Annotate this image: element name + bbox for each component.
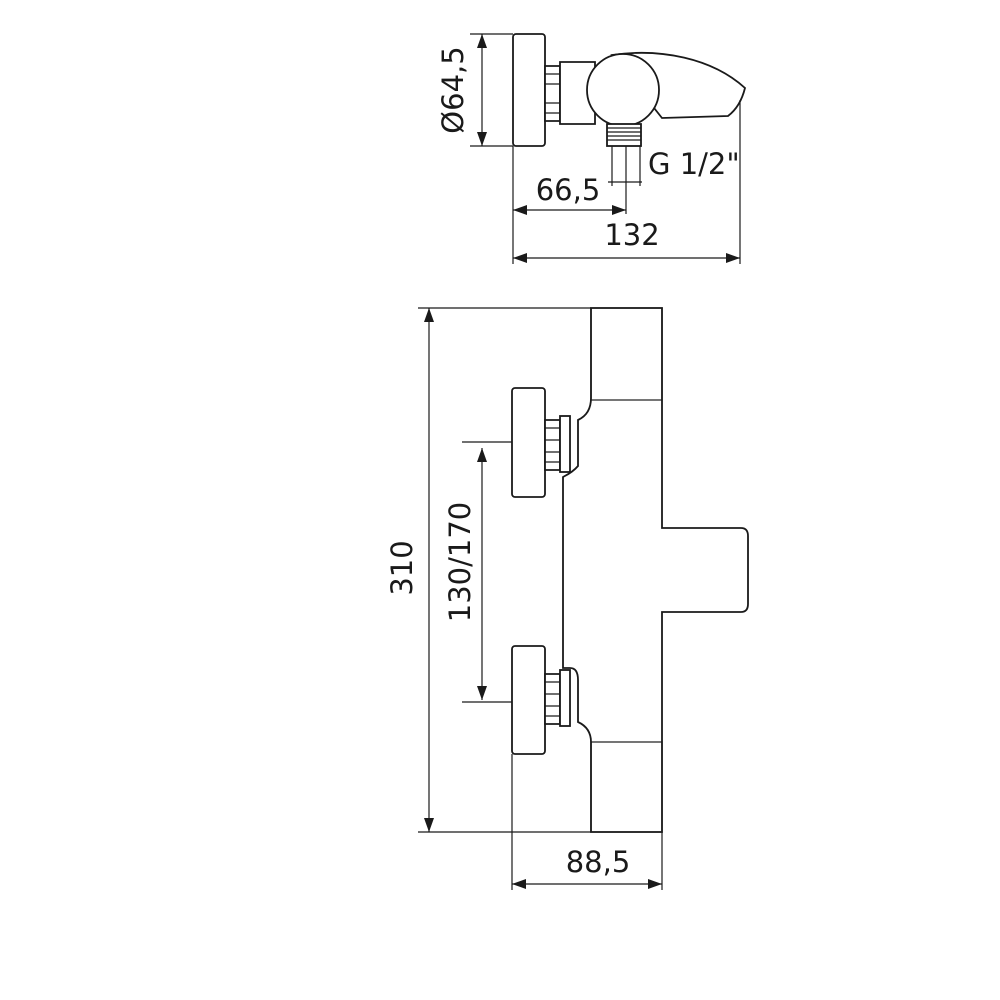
side-view: Ø64,5 G 1/2" 66,5 132 [436,33,747,264]
dim-centers-label: 130/170 [443,502,477,622]
dim-88-label: 88,5 [566,845,631,879]
dim-66: 66,5 [512,146,642,264]
dim-310: 310 [385,307,591,833]
dim-thread: G 1/2" [611,146,740,186]
side-outlet-thread [606,123,642,147]
dim-diameter-label: Ø64,5 [436,46,470,133]
dim-66-label: 66,5 [536,173,601,207]
front-upper-wall-plate [511,387,546,498]
side-wall-plate [512,33,546,147]
dim-132: 132 [513,100,741,264]
front-top-grip [590,307,663,401]
dim-132-label: 132 [604,218,659,252]
front-body [562,307,749,833]
dim-310-label: 310 [385,540,419,595]
dim-diameter: Ø64,5 [436,33,513,147]
dim-centers: 130/170 [443,441,512,703]
dim-thread-label: G 1/2" [648,147,740,181]
front-bottom-grip [590,741,663,833]
side-connector-pipe [559,61,596,125]
front-lower-wall-plate [511,645,546,755]
side-round-body [586,53,660,127]
front-view: 310 130/170 88,5 [385,307,749,890]
dim-88: 88,5 [511,754,663,890]
